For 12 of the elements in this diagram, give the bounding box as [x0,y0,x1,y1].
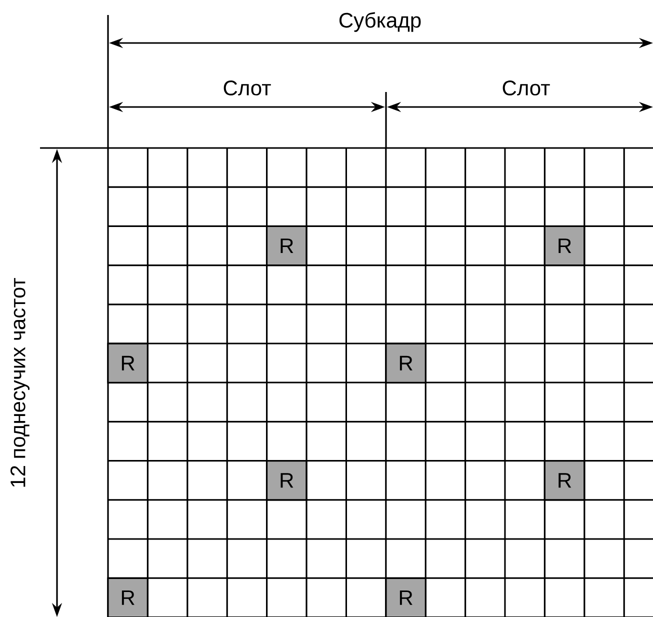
reference-cell: R [385,577,426,617]
reference-cell: R [266,225,308,266]
reference-cell: R [544,460,586,501]
reference-cell: R [107,577,148,617]
dimension-label: Слот [500,78,552,98]
dimension-label: 12 поднесучих частот [10,278,30,487]
reference-cell: R [385,342,426,384]
reference-cell: R [544,225,586,266]
reference-cell: R [266,460,308,501]
dimension-label: Субкадр [336,10,424,34]
dimension-label: Слот [220,78,274,98]
reference-cell: R [107,342,148,384]
